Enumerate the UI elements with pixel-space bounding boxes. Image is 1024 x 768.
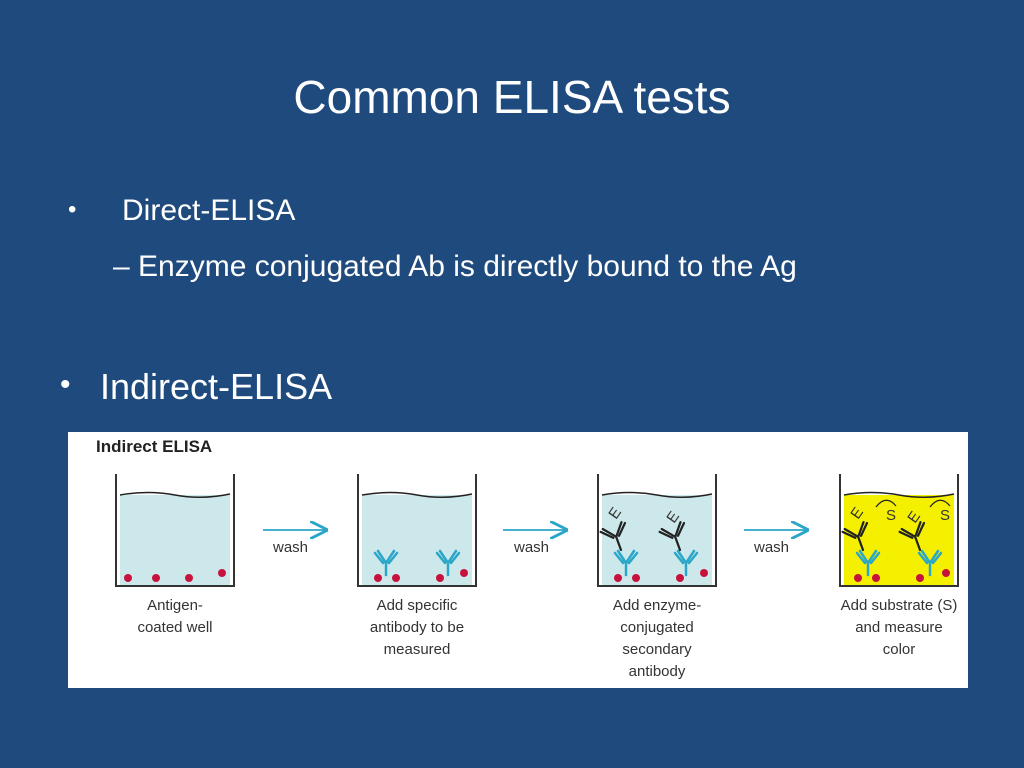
step-label-2: Add specific antibody to be measured xyxy=(370,597,464,658)
antigen-dot xyxy=(436,574,444,582)
antigen-dot xyxy=(614,574,622,582)
bullet-dot-direct: • xyxy=(68,196,77,223)
well-4-substrate: E E S S xyxy=(839,474,959,587)
svg-text:measured: measured xyxy=(384,641,451,658)
svg-text:Add enzyme-: Add enzyme- xyxy=(613,597,701,614)
antigen-dot xyxy=(392,574,400,582)
antigen-dot xyxy=(700,569,708,577)
indirect-elisa-diagram: Indirect ELISA wash xyxy=(96,437,959,680)
antigen-dot xyxy=(124,574,132,582)
antigen-dot xyxy=(872,574,880,582)
antigen-dot xyxy=(218,569,226,577)
antigen-dot xyxy=(676,574,684,582)
svg-text:conjugated: conjugated xyxy=(620,619,693,636)
well-1-antigen-coated xyxy=(115,474,235,587)
svg-text:coated well: coated well xyxy=(137,619,212,636)
svg-text:antibody: antibody xyxy=(629,663,686,680)
antigen-dot xyxy=(854,574,862,582)
wash-label: wash xyxy=(753,539,789,556)
wash-arrow-3: wash xyxy=(744,530,807,556)
slide-title: Common ELISA tests xyxy=(293,71,731,123)
svg-text:and measure: and measure xyxy=(855,619,943,636)
step-label-3: Add enzyme- conjugated secondary antibod… xyxy=(613,597,701,680)
indirect-elisa-figure: Indirect ELISA wash xyxy=(68,432,968,688)
sub-bullet-direct-description: – Enzyme conjugated Ab is directly bound… xyxy=(113,250,797,283)
substrate-label: S xyxy=(886,507,896,524)
substrate-label: S xyxy=(940,507,950,524)
bullet-indirect-elisa: Indirect-ELISA xyxy=(100,366,333,407)
antigen-dot xyxy=(185,574,193,582)
bullet-dot-indirect: • xyxy=(60,368,71,401)
svg-text:color: color xyxy=(883,641,916,658)
wash-arrow-1: wash xyxy=(263,530,326,556)
antigen-dot xyxy=(632,574,640,582)
well-3-secondary-antibody: E E xyxy=(597,474,717,587)
figure-title: Indirect ELISA xyxy=(96,437,212,456)
wash-arrow-2: wash xyxy=(503,530,566,556)
svg-text:Antigen-: Antigen- xyxy=(147,597,203,614)
step-label-1: Antigen- coated well xyxy=(137,597,212,636)
well-2-primary-antibody xyxy=(357,474,477,587)
antigen-dot xyxy=(942,569,950,577)
antigen-dot xyxy=(152,574,160,582)
svg-text:secondary: secondary xyxy=(622,641,692,658)
bullet-direct-elisa: Direct-ELISA xyxy=(122,194,296,227)
antigen-dot xyxy=(374,574,382,582)
wash-label: wash xyxy=(513,539,549,556)
svg-text:Add specific: Add specific xyxy=(377,597,458,614)
antigen-dot xyxy=(916,574,924,582)
svg-text:Add substrate (S): Add substrate (S) xyxy=(841,597,958,614)
step-label-4: Add substrate (S) and measure color xyxy=(841,597,958,658)
antigen-dot xyxy=(460,569,468,577)
wash-label: wash xyxy=(272,539,308,556)
svg-text:antibody to be: antibody to be xyxy=(370,619,464,636)
